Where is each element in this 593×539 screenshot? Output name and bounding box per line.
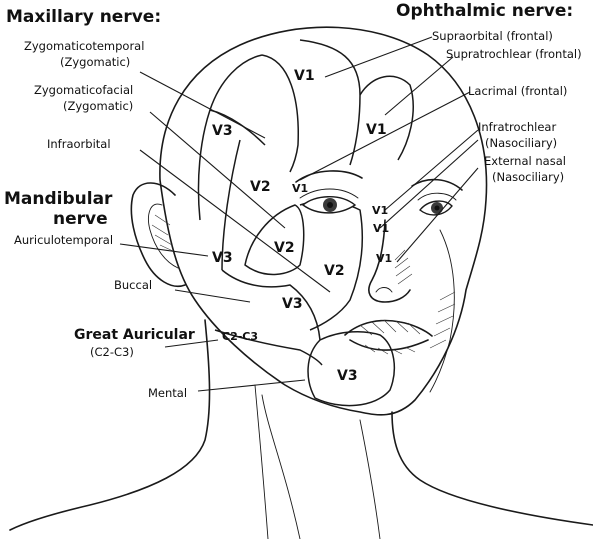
zone-v3-temple: V3 [212, 123, 233, 139]
heading-great-auricular: Great Auricular [74, 327, 195, 343]
left-eye [299, 188, 359, 214]
head-illustration [9, 26, 593, 539]
left-eyebrow [295, 170, 363, 183]
heading-ophthalmic: Ophthalmic nerve: [396, 1, 573, 21]
zone-v2-infraorbital: V2 [324, 263, 345, 279]
boundary-v1-right-2 [359, 75, 414, 161]
boundary-v2-temple-v3 [221, 139, 241, 271]
leader-lines [119, 36, 479, 392]
boundary-v1-midline [261, 54, 299, 173]
neck-muscle-line-3 [359, 419, 381, 539]
label-mental: Mental [148, 386, 187, 400]
zone-v1-forehead-left: V1 [294, 68, 315, 84]
label-external-nasal-sub: (Nasociliary) [492, 170, 564, 184]
nose-shadow [394, 249, 413, 285]
cheek-contour [429, 229, 455, 393]
zone-v1-lacrimal: V1 [292, 182, 308, 195]
neck-muscle-line-1 [254, 384, 269, 539]
label-infraorbital: Infraorbital [47, 137, 111, 151]
label-great-auricular-sub: (C2-C3) [90, 345, 134, 359]
zone-v1-infratrochlear-lower: V1 [373, 222, 389, 235]
heading-mandibular-1: Mandibular [4, 189, 113, 209]
label-auriculotemporal: Auriculotemporal [14, 233, 113, 247]
lip-hatch [359, 319, 421, 336]
boundary-c2c3 [214, 329, 323, 366]
ear-outline [130, 182, 186, 287]
heading-mandibular-2: nerve [53, 209, 108, 229]
zone-v2-temple: V2 [250, 179, 271, 195]
zone-v3-auriculotemporal: V3 [212, 250, 233, 266]
label-infratrochlear-sub: (Nasociliary) [485, 136, 557, 150]
nostril [375, 287, 393, 293]
zone-v2-zygomaticofacial: V2 [274, 240, 295, 256]
heading-maxillary: Maxillary nerve: [6, 7, 161, 27]
zone-v1-nose: V1 [376, 252, 392, 265]
nose [368, 219, 411, 303]
upper-lip [344, 319, 433, 337]
boundary-v3-buccal [221, 269, 321, 341]
label-buccal: Buccal [114, 278, 152, 292]
head-outline [159, 26, 488, 416]
label-infratrochlear: Infratrochlear [478, 120, 556, 134]
neck-muscle-line-2 [261, 394, 301, 539]
label-supratrochlear: Supratrochlear (frontal) [446, 47, 582, 61]
zone-v1-forehead-right: V1 [366, 122, 387, 138]
lip-hatch-2 [364, 344, 416, 355]
ear-detail [151, 214, 176, 253]
label-lacrimal: Lacrimal (frontal) [468, 84, 567, 98]
lower-lip [349, 339, 429, 351]
right-eye [417, 192, 457, 216]
neck-right [391, 411, 593, 526]
jaw-shading [429, 291, 456, 349]
label-zygomaticotemporal-sub: (Zygomatic) [60, 55, 130, 69]
boundary-v3-v1-top [197, 54, 263, 221]
label-external-nasal: External nasal [484, 154, 566, 168]
boundary-v1-right [299, 39, 361, 166]
boundary-v2-zygomatic [244, 204, 305, 276]
zone-c2c3: C2-C3 [222, 330, 258, 343]
zone-v1-infratrochlear-upper: V1 [372, 204, 388, 217]
label-supraorbital: Supraorbital (frontal) [432, 29, 553, 43]
label-zygomaticofacial-sub: (Zygomatic) [63, 99, 133, 113]
zone-v3-buccal: V3 [282, 296, 303, 312]
zone-v3-mental: V3 [337, 368, 358, 384]
ear-inner [148, 203, 179, 269]
label-zygomaticotemporal: Zygomaticotemporal [24, 39, 144, 53]
label-zygomaticofacial: Zygomaticofacial [34, 83, 133, 97]
neck-left [9, 319, 211, 531]
right-eyebrow [411, 178, 463, 191]
